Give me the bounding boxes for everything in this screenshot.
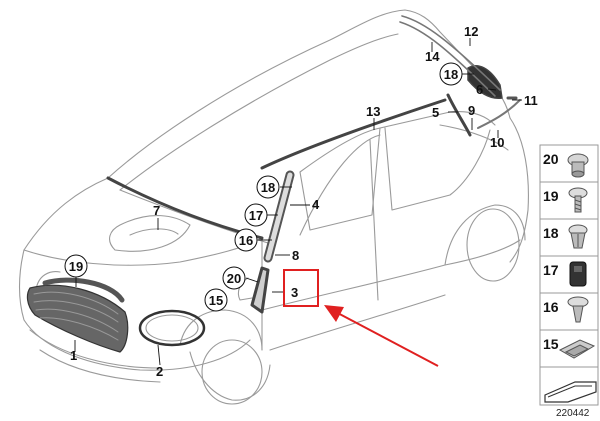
part-19-grille-cover xyxy=(42,277,125,303)
side-label-16: 16 xyxy=(543,299,559,315)
callout-2: 2 xyxy=(156,364,163,379)
callout-20: 20 xyxy=(227,271,241,286)
callout-7: 7 xyxy=(153,203,160,218)
side-label-18: 18 xyxy=(543,225,559,241)
part-6-rear-window-seal xyxy=(467,64,503,100)
highlight-box xyxy=(283,269,319,307)
highlight-arrow-head xyxy=(324,305,344,322)
callout-5: 5 xyxy=(432,105,439,120)
leader-lines xyxy=(74,38,522,366)
callout-17: 17 xyxy=(249,208,263,223)
part-12-roof-strip xyxy=(401,15,501,91)
part-5-rear-molding xyxy=(446,93,472,137)
bracket-clip-icon xyxy=(558,339,596,359)
diagram-id: 220442 xyxy=(556,408,590,419)
grommet-icon xyxy=(569,261,587,287)
part-10-rear-strip xyxy=(477,99,521,129)
callout-11: 11 xyxy=(524,93,538,108)
callout-3: 3 xyxy=(291,285,298,300)
part-1-front-grille xyxy=(26,284,129,353)
screw-icon xyxy=(568,187,588,213)
callout-10: 10 xyxy=(490,135,504,150)
push-pin-icon xyxy=(567,296,589,323)
push-rivet-icon xyxy=(568,224,588,249)
callout-13: 13 xyxy=(366,104,380,119)
part-7-windshield-molding xyxy=(106,176,264,240)
callout-16: 16 xyxy=(239,233,253,248)
part-3-mirror-triangle-cover xyxy=(250,266,270,314)
side-label-17: 17 xyxy=(543,262,559,278)
callout-15: 15 xyxy=(209,293,223,308)
callout-18-rear: 18 xyxy=(444,67,458,82)
part-15-headlight-trim xyxy=(138,309,206,347)
callout-8: 8 xyxy=(292,248,299,263)
callout-12: 12 xyxy=(464,24,478,39)
sealant-strip-icon xyxy=(544,381,597,403)
callout-9: 9 xyxy=(468,103,475,118)
callout-1: 1 xyxy=(70,348,77,363)
side-label-20: 20 xyxy=(543,151,559,167)
side-parts-panel: 20 19 18 17 16 xyxy=(539,144,599,406)
clip-icon xyxy=(567,153,589,178)
callout-19: 19 xyxy=(69,259,83,274)
highlight-arrow-shaft xyxy=(331,309,439,367)
side-label-15: 15 xyxy=(543,336,559,352)
callout-4: 4 xyxy=(312,197,320,212)
part-13-roof-molding xyxy=(260,98,447,170)
car-outline xyxy=(19,9,529,405)
circled-callouts: 15 16 17 18 18 19 20 xyxy=(64,62,463,312)
highlight-annotation xyxy=(283,269,439,367)
callout-18-a-pillar: 18 xyxy=(261,180,275,195)
side-label-19: 19 xyxy=(543,188,559,204)
callout-6: 6 xyxy=(476,82,483,97)
part-14-roof-strip xyxy=(399,21,496,97)
highlighted-parts xyxy=(26,15,521,353)
callout-14: 14 xyxy=(425,49,440,64)
callout-labels: 1 2 3 4 5 6 7 8 9 10 11 12 13 14 xyxy=(70,24,538,379)
